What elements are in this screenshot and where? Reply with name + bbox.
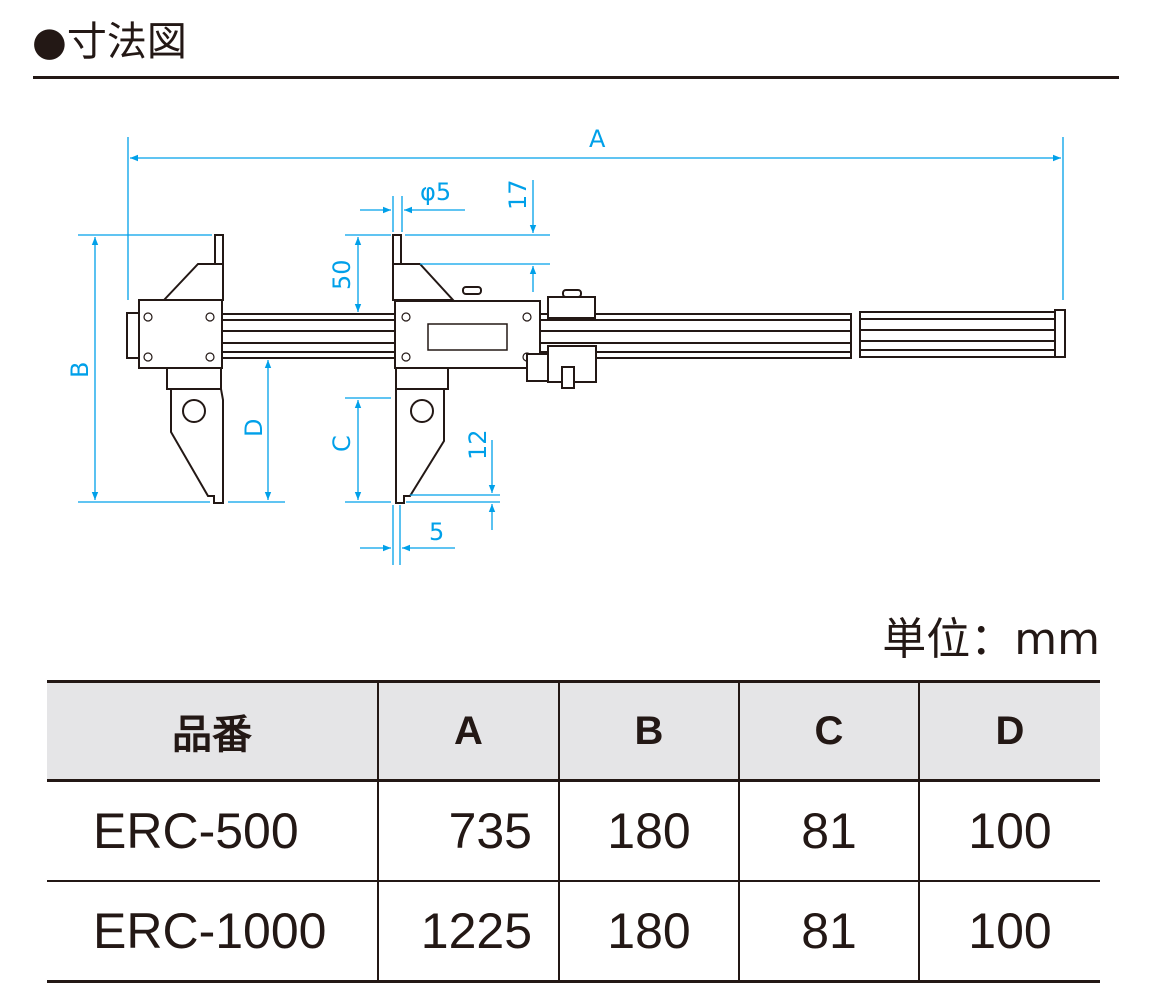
- caliper-dimension-drawing: A B D C 50 17 φ5 12 5: [66, 125, 1066, 565]
- header-a: A: [377, 681, 560, 781]
- label-17: 17: [504, 179, 532, 210]
- header-c: C: [738, 681, 920, 781]
- fixed-jaw: [126, 234, 224, 504]
- dimension-lines: [78, 137, 1064, 565]
- dimension-table: 品番 A B C D ERC-500 735 180 81 100 ERC-10…: [47, 680, 1100, 983]
- label-D: D: [240, 419, 268, 437]
- cell-b: 180: [558, 780, 740, 881]
- cell-d: 100: [918, 780, 1100, 881]
- label-12: 12: [464, 429, 492, 460]
- header-d: D: [918, 681, 1100, 781]
- header-model: 品番: [47, 681, 379, 781]
- cell-a: 1225: [377, 881, 560, 982]
- table-header-row: 品番 A B C D: [47, 681, 1100, 781]
- cell-b: 180: [558, 881, 740, 982]
- slider: [392, 234, 597, 504]
- cell-model: ERC-500: [47, 780, 379, 881]
- label-50: 50: [328, 259, 356, 290]
- cell-c: 81: [738, 780, 920, 881]
- beam: [220, 309, 1066, 359]
- header-b: B: [558, 681, 740, 781]
- label-B: B: [66, 362, 94, 378]
- cell-a: 735: [377, 780, 560, 881]
- table-row: ERC-1000 1225 180 81 100: [47, 881, 1100, 982]
- section-title: ●寸法図: [32, 19, 187, 65]
- label-phi5: φ5: [420, 178, 451, 206]
- label-5: 5: [429, 518, 444, 546]
- cell-d: 100: [918, 881, 1100, 982]
- table-row: ERC-500 735 180 81 100: [47, 780, 1100, 881]
- unit-label: 単位：mm: [882, 614, 1100, 665]
- label-C: C: [328, 435, 356, 452]
- label-A: A: [589, 125, 606, 153]
- cell-model: ERC-1000: [47, 881, 379, 982]
- caliper: [126, 234, 1066, 504]
- cell-c: 81: [738, 881, 920, 982]
- title-underline: [33, 76, 1119, 79]
